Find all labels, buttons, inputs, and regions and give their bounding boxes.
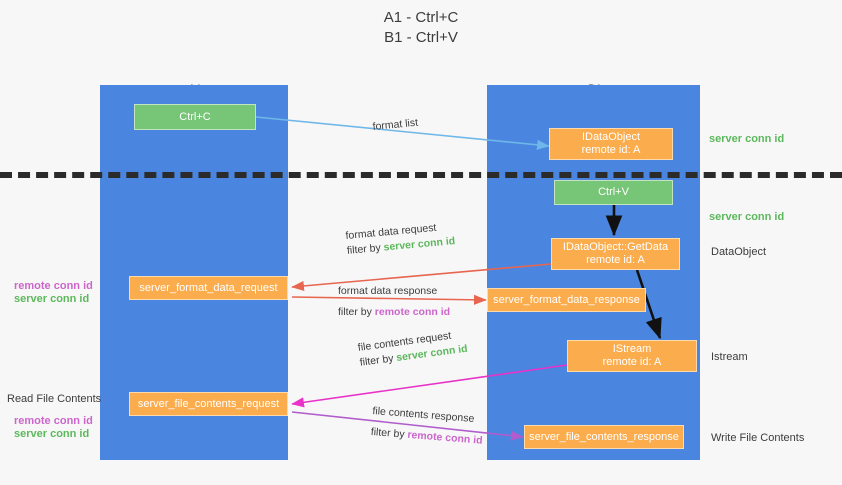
edge-label-file-contents-request-filter-prefix: filter by (359, 352, 398, 369)
node-server-format-data-request[interactable]: server_format_data_request (129, 276, 288, 300)
edge-label-format-list: format list (372, 116, 419, 135)
node-server-file-contents-response[interactable]: server_file_contents_response (524, 425, 684, 449)
edge-label-file-contents-request: file contents request filter by server c… (357, 327, 469, 371)
node-server-format-data-response[interactable]: server_format_data_response (487, 288, 646, 312)
node-ctrl-c[interactable]: Ctrl+C (134, 104, 256, 130)
note-server-conn-id-4: server conn id (14, 428, 90, 440)
note-server-conn-id-1: server conn id (709, 133, 785, 145)
node-istream[interactable]: IStream remote id: A (567, 340, 697, 372)
node-server-file-contents-request[interactable]: server_file_contents_request (129, 392, 288, 416)
edge-label-file-contents-response: file contents response filter by remote … (370, 404, 485, 449)
edge-label-format-data-response-filter-value: remote conn id (374, 306, 451, 318)
note-server-conn-id-3: server conn id (14, 293, 90, 305)
note-remote-conn-id-1: remote conn id (14, 280, 93, 292)
node-idataobject[interactable]: IDataObject remote id: A (549, 128, 673, 160)
note-dataobject: DataObject (711, 246, 767, 258)
edge-label-file-contents-response-title: file contents response (371, 404, 475, 425)
edge-label-format-data-response-title: format data response (338, 285, 438, 297)
node-idataobject-getdata[interactable]: IDataObject::GetData remote id: A (551, 238, 680, 270)
note-istream: Istream (711, 351, 748, 363)
note-remote-conn-id-2: remote conn id (14, 415, 93, 427)
edge-label-file-contents-response-filter-value: remote conn id (406, 428, 483, 447)
edge-label-file-contents-response-filter-prefix: filter by (370, 425, 408, 441)
node-ctrl-v[interactable]: Ctrl+V (554, 180, 673, 205)
phase-divider (0, 172, 842, 178)
edge-label-format-data-request: format data request filter by server con… (345, 219, 456, 259)
edge-label-format-data-response-filter-prefix: filter by (338, 306, 375, 318)
note-read-file-contents: Read File Contents (7, 393, 102, 405)
edge-label-format-data-response: format data response filter by remote co… (338, 284, 450, 320)
edge-label-format-data-request-filter-prefix: filter by (346, 241, 385, 257)
page-title: A1 - Ctrl+C B1 - Ctrl+V (383, 9, 459, 46)
note-write-file-contents: Write File Contents (711, 432, 805, 444)
note-server-conn-id-2: server conn id (709, 211, 785, 223)
edge-label-format-list-text: format list (372, 116, 419, 133)
